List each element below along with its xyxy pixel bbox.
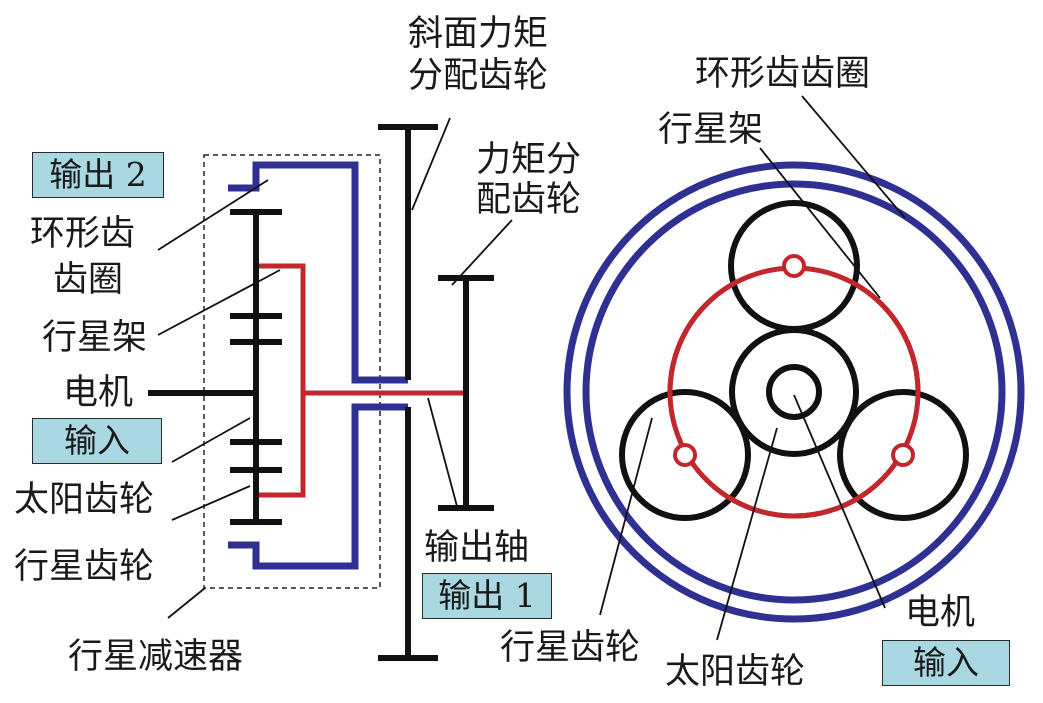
sun-gear-schematic — [148, 209, 282, 525]
planet-pins — [673, 254, 915, 467]
planet-gear-label-left: 行星齿轮 — [14, 547, 155, 587]
motor-label-right: 电机 — [905, 593, 976, 633]
ring-gear-label-right: 环形齿齿圈 — [695, 54, 871, 94]
input-box-right: 输入 — [882, 640, 1010, 686]
torque-gear-label-line1: 力矩分 — [476, 140, 582, 180]
carrier-label-right: 行星架 — [658, 110, 764, 150]
carrier-schematic — [256, 263, 466, 498]
sun-gear-cross-section — [729, 327, 859, 457]
left-leader-lines — [157, 117, 513, 619]
planetary-reducer-label: 行星减速器 — [68, 637, 244, 677]
right-leader-lines — [599, 95, 906, 641]
ring-gear-label-line2: 齿圈 — [53, 260, 124, 300]
motor-label-left: 电机 — [63, 373, 134, 413]
output1-box: 输出 1 — [422, 573, 552, 619]
helical-gear-label-line1: 斜面力矩 — [408, 14, 549, 54]
sun-gear-label-left: 太阳齿轮 — [14, 480, 155, 520]
planet-gear-label-right: 行星齿轮 — [500, 628, 641, 668]
ring-gear-label-line1: 环形齿 — [30, 214, 136, 254]
sun-gear-label-right: 太阳齿轮 — [665, 652, 806, 692]
output-shaft-label: 输出轴 — [424, 528, 530, 568]
torque-gear-label-line2: 配齿轮 — [476, 180, 582, 220]
output2-box: 输出 2 — [32, 152, 164, 198]
torque-distribution-gear — [438, 275, 494, 511]
carrier-label: 行星架 — [42, 318, 148, 358]
ring-gear-cross-section — [563, 161, 1025, 623]
planetary-reducer-frame — [203, 154, 381, 589]
helical-torque-gear — [378, 124, 438, 661]
input-box-left: 输入 — [32, 418, 162, 464]
helical-gear-label-line2: 分配齿轮 — [408, 56, 549, 96]
ring-gear-schematic — [228, 161, 408, 570]
